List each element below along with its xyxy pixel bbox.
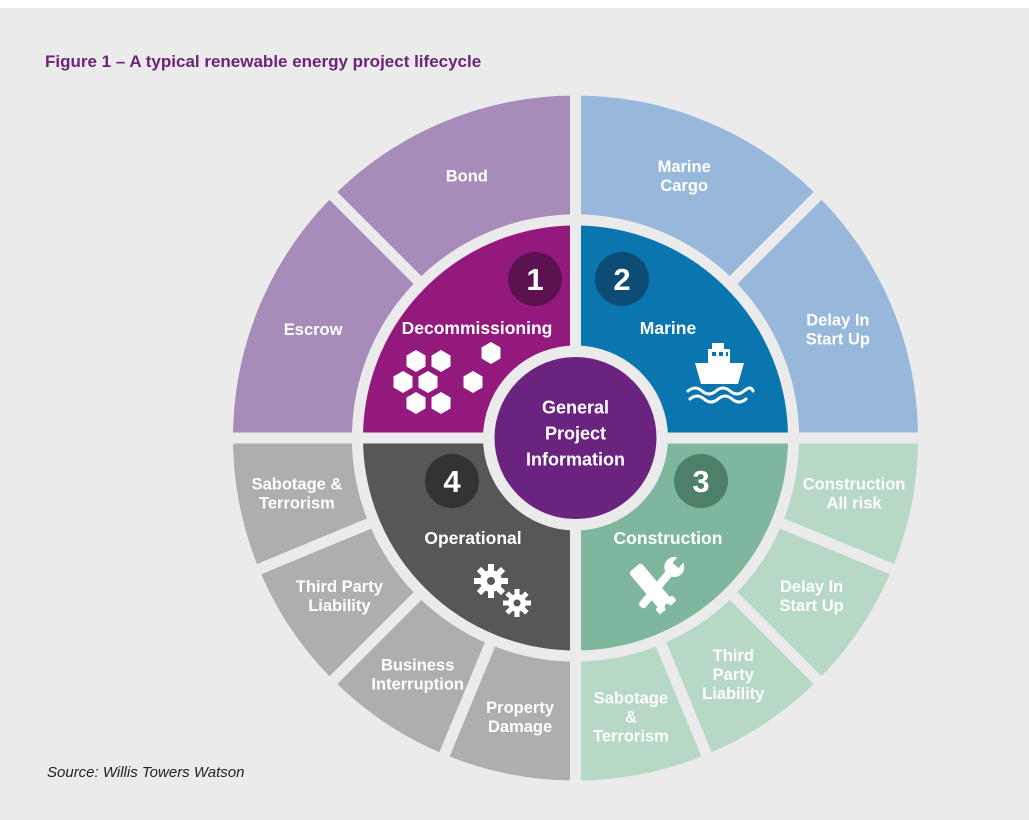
phase-badge [425,454,479,508]
outer-segment-label-line: Start Up [806,331,870,349]
center-label-line: Information [526,449,625,469]
center-label-line: General [542,397,609,417]
outer-segment-label-line: Delay In [806,312,869,330]
outer-segment-label-line: Start Up [780,597,844,615]
outer-segment-label-line: Sabotage [594,689,668,707]
phase-badge [508,252,562,306]
phase-badges: 1 2 3 4 [425,252,728,508]
phase-number: 4 [443,464,461,499]
source-note: Source: Willis Towers Watson [47,764,245,781]
figure-title: Figure 1 – A typical renewable energy pr… [45,52,482,71]
outer-segment-label-line: Third Party [296,578,384,596]
outer-segment-label: Sabotage &Terrorism [252,476,343,513]
outer-segment-label-line: & [625,708,637,726]
outer-segment-label-line: Construction [803,476,906,494]
outer-segment-label-line: Third [713,647,754,665]
phase-label: Operational [424,528,521,548]
phase-label: Decommissioning [402,318,553,338]
phase-icons [393,342,755,617]
outer-segment-label-line: Sabotage & [252,476,343,494]
outer-segment-label-line: Business [381,656,454,674]
phase-number: 1 [526,262,543,297]
outer-segment-label-line: Escrow [284,321,343,339]
outer-segment-label-line: Bond [446,167,488,185]
outer-segment-label-line: Interruption [371,675,464,693]
outer-segment-label-line: Terrorism [259,495,335,513]
phase-badge [595,252,649,306]
outer-segment-label-line: Delay In [780,578,843,596]
outer-segment-label: Bond [446,167,488,185]
outer-segment-label-line: Terrorism [593,727,669,745]
gears-icon [474,564,531,617]
phase-badge [674,454,728,508]
hexagons-icon [393,342,501,414]
outer-segment-label: Escrow [284,321,343,339]
outer-segment-label: Sabotage&Terrorism [593,689,669,745]
phase-number: 2 [613,262,630,297]
center-circle [488,351,663,525]
ship-icon [686,343,755,404]
outer-segment-label-line: Marine [658,158,711,176]
phase-label: Construction [614,528,723,548]
outer-segment-label-line: Liability [702,685,765,703]
outer-segment-label-line: Damage [488,718,552,736]
outer-segment-label-line: Liability [308,597,371,615]
outer-segment-label-line: Property [486,699,555,717]
phase-number: 3 [692,464,709,499]
outer-segment-label-line: All risk [827,495,883,513]
phase-label: Marine [640,318,697,338]
outer-segment-label-line: Cargo [660,177,708,195]
outer-segment-label-line: Party [713,666,755,684]
center-label-line: Project [545,423,606,443]
tools-icon [629,555,686,614]
